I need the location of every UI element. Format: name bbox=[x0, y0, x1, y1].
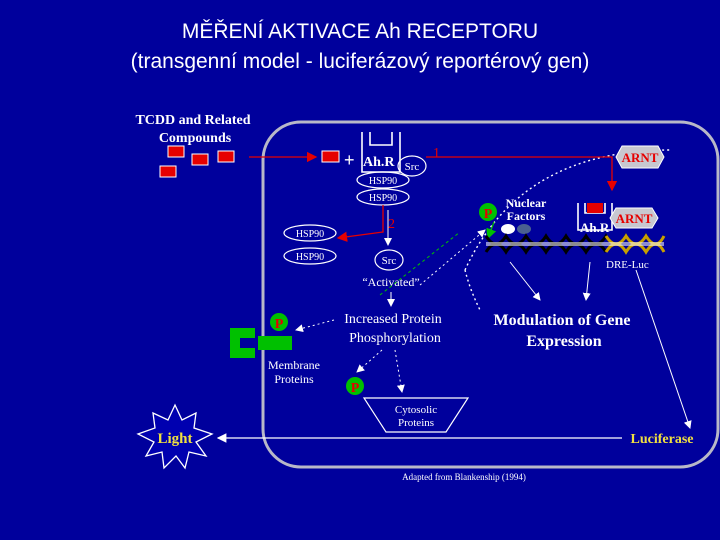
step-1-label: 1 bbox=[433, 146, 440, 161]
ahr-label: Ah.R bbox=[363, 155, 395, 170]
luciferase-label: Luciferase bbox=[631, 432, 694, 447]
src-oval bbox=[397, 155, 427, 177]
tcdd-label-line-2: Compounds bbox=[159, 131, 232, 146]
nuclear-factors-line-2: Factors bbox=[507, 209, 546, 223]
slide-title-line-1: MĚŘENÍ AKTIVACE Ah RECEPTORU bbox=[181, 20, 539, 43]
dna-helix bbox=[484, 233, 666, 255]
p-label-cytosolic: P bbox=[351, 381, 360, 396]
membrane-proteins-line-2: Proteins bbox=[274, 372, 314, 386]
arnt-label-top: ARNT bbox=[622, 150, 659, 165]
p-label-membrane: P bbox=[275, 317, 284, 332]
membrane-protein-shape bbox=[230, 328, 292, 358]
p-circle-cytosolic bbox=[346, 377, 364, 395]
plus-sign: + bbox=[344, 150, 355, 170]
modulation-line-1: Modulation of Gene bbox=[494, 312, 631, 329]
tcdd-label-line-1: TCDD and Related bbox=[135, 113, 250, 128]
src-label-activated: Src bbox=[382, 255, 397, 267]
ahr-label-nuclear: Ah.R bbox=[580, 220, 610, 235]
hsp90-label-2: HSP90 bbox=[369, 193, 397, 204]
dre-luc-label: DRE-Luc bbox=[606, 259, 649, 271]
step-1-arrow bbox=[426, 156, 618, 192]
arnt-hexagon-top bbox=[615, 145, 665, 169]
light-label: Light bbox=[157, 431, 192, 447]
hsp90-oval-1 bbox=[356, 171, 410, 189]
tcdd-bound-square bbox=[587, 203, 603, 213]
hsp90-oval-4 bbox=[283, 247, 337, 265]
slide-title-line-2: (transgenní model - luciferázový reporté… bbox=[130, 50, 590, 73]
hsp90-oval-3 bbox=[283, 224, 337, 242]
membrane-proteins-line-1: Membrane bbox=[268, 358, 320, 372]
luciferase-arrow bbox=[635, 269, 692, 429]
credit-label: Adapted from Blankenship (1994) bbox=[402, 472, 526, 482]
nuclear-factor-white bbox=[501, 224, 515, 234]
nuclear-factor-grey bbox=[517, 224, 531, 234]
p-circle-membrane bbox=[270, 313, 288, 331]
modulation-line-2: Expression bbox=[526, 333, 601, 350]
hsp90-label-1: HSP90 bbox=[369, 176, 397, 187]
p-circle-nuclear bbox=[479, 203, 497, 221]
cytosolic-line-1: Cytosolic bbox=[395, 404, 437, 416]
step-2-label: 2 bbox=[388, 217, 395, 232]
arnt-label-nuclear: ARNT bbox=[616, 211, 653, 226]
cytosolic-line-2: Proteins bbox=[398, 417, 434, 429]
hsp90-label-3: HSP90 bbox=[296, 229, 324, 240]
increased-line-2: Phosphorylation bbox=[349, 331, 441, 346]
src-label: Src bbox=[405, 161, 420, 173]
cytosolic-proteins-shape bbox=[362, 397, 470, 433]
cell-membrane-outline bbox=[261, 120, 720, 469]
nuclear-factors-line-1: Nuclear bbox=[506, 196, 547, 210]
activated-label: “Activated” bbox=[362, 275, 419, 289]
p-label-nuclear: P bbox=[484, 207, 493, 222]
hsp90-label-4: HSP90 bbox=[296, 252, 324, 263]
src-oval-activated bbox=[374, 249, 404, 271]
tcdd-ligand-square bbox=[321, 150, 340, 163]
increased-line-1: Increased Protein bbox=[344, 312, 442, 327]
arnt-hexagon-nuclear bbox=[609, 207, 659, 229]
light-burst-icon bbox=[136, 403, 214, 470]
tcdd-compound-squares bbox=[159, 145, 235, 178]
step-2-arrow bbox=[336, 205, 384, 242]
